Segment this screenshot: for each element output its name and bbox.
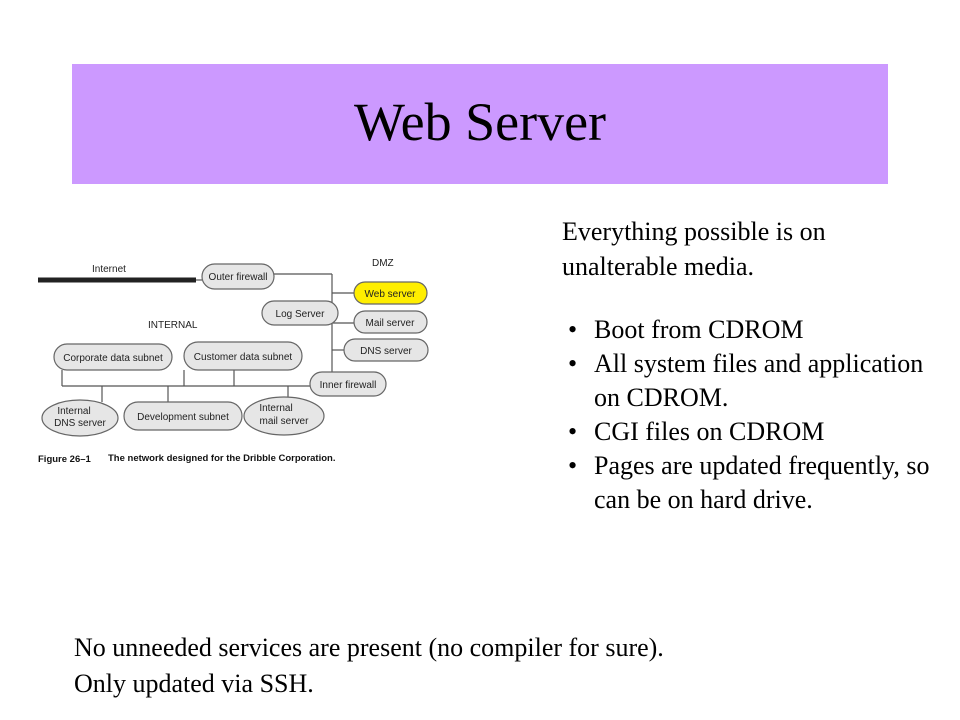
footer-line: No unneeded services are present (no com… [74,633,664,662]
customer-subnet-node [183,341,303,371]
outer-firewall-node [201,263,275,290]
bullet-item: CGI files on CDROM [568,415,938,449]
inner-firewall-node [309,371,387,397]
dmz-label: DMZ [372,258,394,269]
internal-mail-label-line2: mail server [260,416,310,427]
corporate-subnet-node [53,343,173,371]
internal-dns-label-line2: DNS server [54,418,106,429]
bullet-list: Boot from CDROM All system files and app… [568,313,938,517]
development-subnet-node [123,401,243,431]
slide-title: Web Server [353,92,607,152]
title-bar: Web Server [72,64,888,184]
log-server-label: Log Server [276,309,326,320]
bullet-item: Pages are updated frequently, so can be … [568,449,938,517]
footer-text: No unneeded services are present (no com… [74,630,934,702]
mail-server-label: Mail server [366,318,416,329]
internal-label: INTERNAL [148,320,198,331]
bullet-item: Boot from CDROM [568,313,938,347]
mail-server-node [353,310,428,334]
internal-mail-node [243,396,325,436]
dns-server-label: DNS server [360,346,412,357]
web-server-node [353,281,428,305]
corporate-subnet-label: Corporate data subnet [63,353,163,364]
footer-line: Only updated via SSH. [74,669,314,698]
customer-subnet-label: Customer data subnet [194,352,293,363]
figure-caption-label: Figure 26–1 [38,454,92,465]
network-diagram-figure: Internet DMZ INTERNAL Outer firewall [36,248,436,480]
bullet-item: All system files and application on CDRO… [568,347,938,415]
development-subnet-label: Development subnet [137,412,229,423]
figure-caption-text: The network designed for the Dribble Cor… [108,453,336,464]
internal-dns-label-line1: Internal [57,406,90,417]
diagram-connectors [61,273,354,402]
network-diagram: Internet DMZ INTERNAL Outer firewall [38,258,429,465]
intro-text: Everything possible is on unalterable me… [562,217,826,281]
internal-dns-node [41,399,119,437]
dns-server-node [343,338,429,362]
internet-label: Internet [92,264,126,275]
web-server-label: Web server [365,289,417,300]
internal-mail-label-line1: Internal [259,403,292,414]
log-server-node [261,300,339,326]
inner-firewall-label: Inner firewall [320,380,377,391]
outer-firewall-label: Outer firewall [209,272,268,283]
